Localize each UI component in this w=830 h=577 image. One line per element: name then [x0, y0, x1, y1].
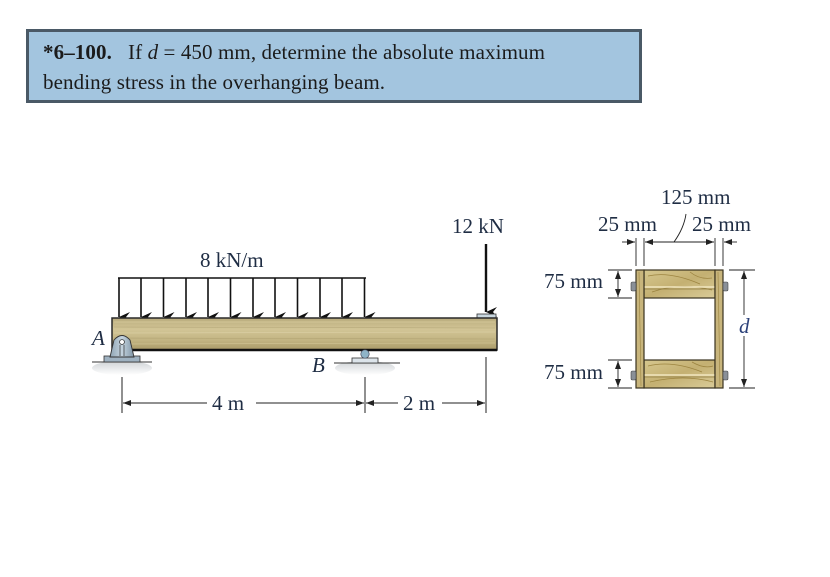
point-load: [476, 244, 497, 319]
top-flange-label: 75 mm: [544, 269, 603, 293]
right-board-label: 25 mm: [692, 212, 751, 236]
overhang-label: 2 m: [403, 391, 436, 415]
point-load-label: 12 kN: [452, 214, 504, 238]
problem-line-2: bending stress in the overhanging beam.: [43, 70, 386, 94]
support-b-label: B: [312, 353, 325, 377]
cross-section: [630, 269, 729, 389]
span-ab-label: 4 m: [212, 391, 245, 415]
cross-section-dimensions: [608, 213, 755, 389]
depth-label: d: [739, 314, 750, 338]
problem-number: *6–100.: [43, 40, 112, 64]
distributed-load-arrows: [118, 278, 376, 322]
problem-variable-d: d: [147, 40, 159, 64]
left-board-label: 25 mm: [598, 212, 657, 236]
distributed-load: [118, 277, 376, 322]
roller-support-b: [334, 349, 400, 375]
beam: [111, 317, 498, 352]
beam-dimensions: [121, 357, 487, 413]
distributed-load-label: 8 kN/m: [200, 248, 264, 272]
support-a-label: A: [92, 326, 105, 350]
total-width-label: 125 mm: [661, 185, 731, 209]
bottom-flange-label: 75 mm: [544, 360, 603, 384]
problem-statement-box: *6–100. If d = 450 mm, determine the abs…: [26, 29, 642, 103]
problem-text-prefix: If: [128, 40, 148, 64]
pin-support-a: [92, 335, 152, 375]
problem-text-suffix: = 450 mm, determine the absolute maximum: [158, 40, 546, 64]
problem-line-1: *6–100. If d = 450 mm, determine the abs…: [43, 40, 545, 65]
